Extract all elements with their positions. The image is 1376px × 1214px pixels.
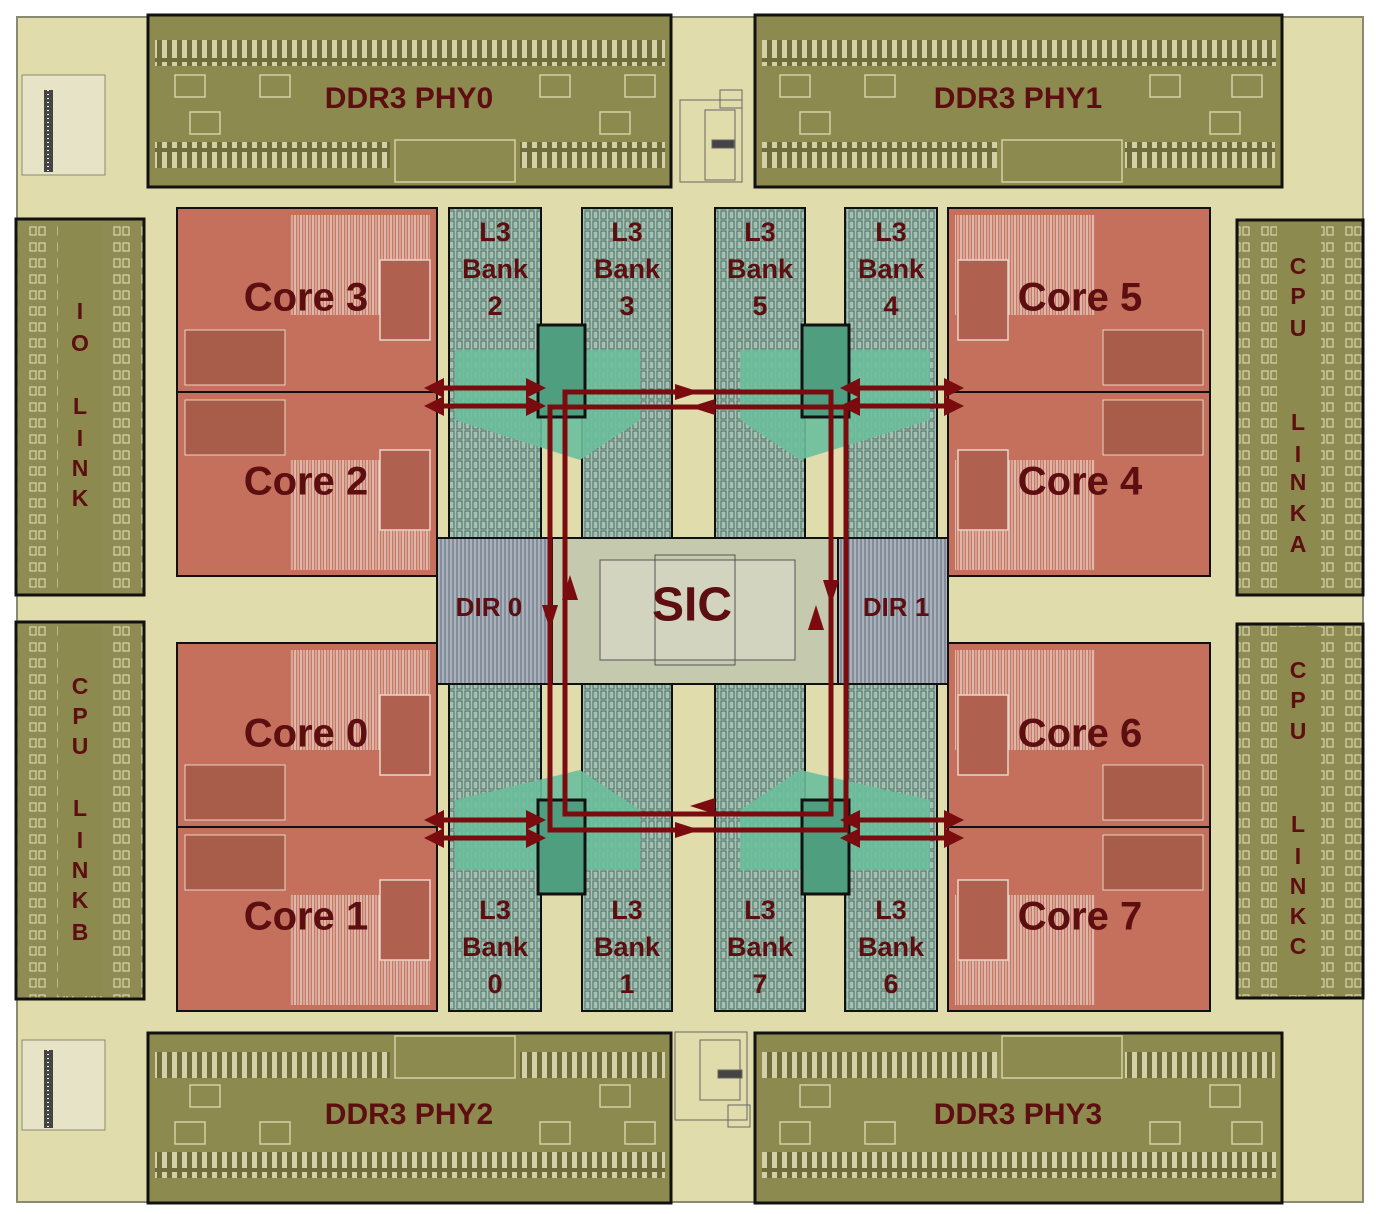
- dir1-block: DIR 1: [838, 538, 948, 684]
- svg-text:L3: L3: [744, 895, 776, 925]
- core7-label: Core 7: [1018, 895, 1143, 939]
- core3-block: Core 3: [177, 208, 437, 392]
- link-letter: I: [77, 425, 83, 451]
- ddr3-phy2-label: DDR3 PHY2: [325, 1098, 493, 1131]
- core5-label: Core 5: [1018, 276, 1143, 320]
- link-letter: N: [1290, 873, 1307, 899]
- link-letter: L: [73, 795, 87, 821]
- link-letter: P: [72, 703, 87, 729]
- cpu-link-a-block: CPU LINKA: [1237, 220, 1363, 595]
- core6-label: Core 6: [1018, 712, 1143, 756]
- svg-text:L3: L3: [611, 217, 643, 247]
- svg-text:1: 1: [619, 969, 634, 999]
- link-letter: L: [1291, 409, 1305, 435]
- core4-label: Core 4: [1018, 460, 1143, 504]
- ddr3-phy3-block: DDR3 PHY3: [755, 1033, 1282, 1203]
- link-letter: P: [1290, 283, 1305, 309]
- ddr3-phy1-block: DDR3 PHY1: [755, 15, 1282, 187]
- core0-label: Core 0: [244, 712, 369, 756]
- core6-block: Core 6: [948, 643, 1210, 827]
- corner-logo-bottom: [22, 1040, 105, 1130]
- svg-text:L3: L3: [875, 217, 907, 247]
- svg-text:2: 2: [487, 291, 502, 321]
- cpu-link-b-label: CPU LINKB: [72, 673, 89, 945]
- core1-block: Core 1: [177, 827, 437, 1011]
- sic-label: SIC: [652, 579, 732, 632]
- dir0-block: DIR 0: [437, 538, 552, 684]
- dir0-label: DIR 0: [456, 592, 522, 622]
- link-letter: U: [72, 733, 89, 759]
- dir1-label: DIR 1: [863, 592, 929, 622]
- svg-text:L3: L3: [744, 217, 776, 247]
- cpu-link-c-block: CPULINKC: [1237, 624, 1363, 998]
- svg-text:L3: L3: [479, 217, 511, 247]
- core2-block: Core 2: [177, 392, 437, 576]
- core3-label: Core 3: [244, 276, 369, 320]
- io-link-label: IOLINK: [71, 298, 89, 511]
- link-letter: I: [77, 298, 83, 324]
- link-letter: K: [1290, 500, 1307, 526]
- svg-text:0: 0: [487, 969, 502, 999]
- link-letter: O: [71, 330, 89, 356]
- core4-block: Core 4: [948, 392, 1210, 576]
- link-letter: C: [1290, 657, 1307, 683]
- link-letter: K: [72, 485, 89, 511]
- link-letter: C: [1290, 253, 1307, 279]
- cpu-link-b-block: CPU LINKB: [16, 622, 144, 999]
- svg-text:Bank: Bank: [594, 254, 661, 284]
- ddr3-phy0-label: DDR3 PHY0: [325, 82, 493, 115]
- core0-block: Core 0: [177, 643, 437, 827]
- svg-text:Bank: Bank: [727, 254, 794, 284]
- io-link-block: IOLINK: [16, 219, 144, 595]
- link-letter: N: [1290, 469, 1307, 495]
- svg-text:3: 3: [619, 291, 634, 321]
- link-letter: N: [72, 857, 89, 883]
- svg-text:L3: L3: [611, 895, 643, 925]
- svg-text:6: 6: [883, 969, 898, 999]
- svg-text:Bank: Bank: [858, 932, 925, 962]
- link-letter: C: [1290, 933, 1307, 959]
- core5-block: Core 5: [948, 208, 1210, 392]
- link-letter: I: [77, 827, 83, 853]
- sic-block: SIC: [552, 538, 838, 684]
- core2-label: Core 2: [244, 460, 369, 504]
- svg-text:Bank: Bank: [727, 932, 794, 962]
- ddr3-phy1-label: DDR3 PHY1: [934, 82, 1102, 115]
- link-letter: K: [72, 887, 89, 913]
- svg-text:4: 4: [883, 291, 898, 321]
- core7-block: Core 7: [948, 827, 1210, 1011]
- svg-text:Bank: Bank: [594, 932, 661, 962]
- ddr3-phy0-block: DDR3 PHY0: [148, 15, 671, 187]
- corner-logo-top: [22, 75, 105, 175]
- link-letter: I: [1295, 441, 1301, 467]
- link-letter: K: [1290, 903, 1307, 929]
- link-letter: C: [72, 673, 89, 699]
- link-letter: U: [1290, 718, 1307, 744]
- link-letter: I: [1295, 843, 1301, 869]
- svg-text:L3: L3: [479, 895, 511, 925]
- link-letter: A: [1290, 531, 1307, 557]
- svg-text:Bank: Bank: [462, 932, 529, 962]
- svg-text:Bank: Bank: [462, 254, 529, 284]
- svg-text:L3: L3: [875, 895, 907, 925]
- link-letter: B: [72, 919, 89, 945]
- svg-text:5: 5: [752, 291, 767, 321]
- svg-text:7: 7: [752, 969, 767, 999]
- link-letter: L: [73, 393, 87, 419]
- link-letter: U: [1290, 315, 1307, 341]
- ddr3-phy2-block: DDR3 PHY2: [148, 1033, 671, 1203]
- link-letter: P: [1290, 687, 1305, 713]
- svg-text:Bank: Bank: [858, 254, 925, 284]
- link-letter: N: [72, 455, 89, 481]
- core1-label: Core 1: [244, 895, 369, 939]
- link-letter: L: [1291, 811, 1305, 837]
- ddr3-phy3-label: DDR3 PHY3: [934, 1098, 1102, 1131]
